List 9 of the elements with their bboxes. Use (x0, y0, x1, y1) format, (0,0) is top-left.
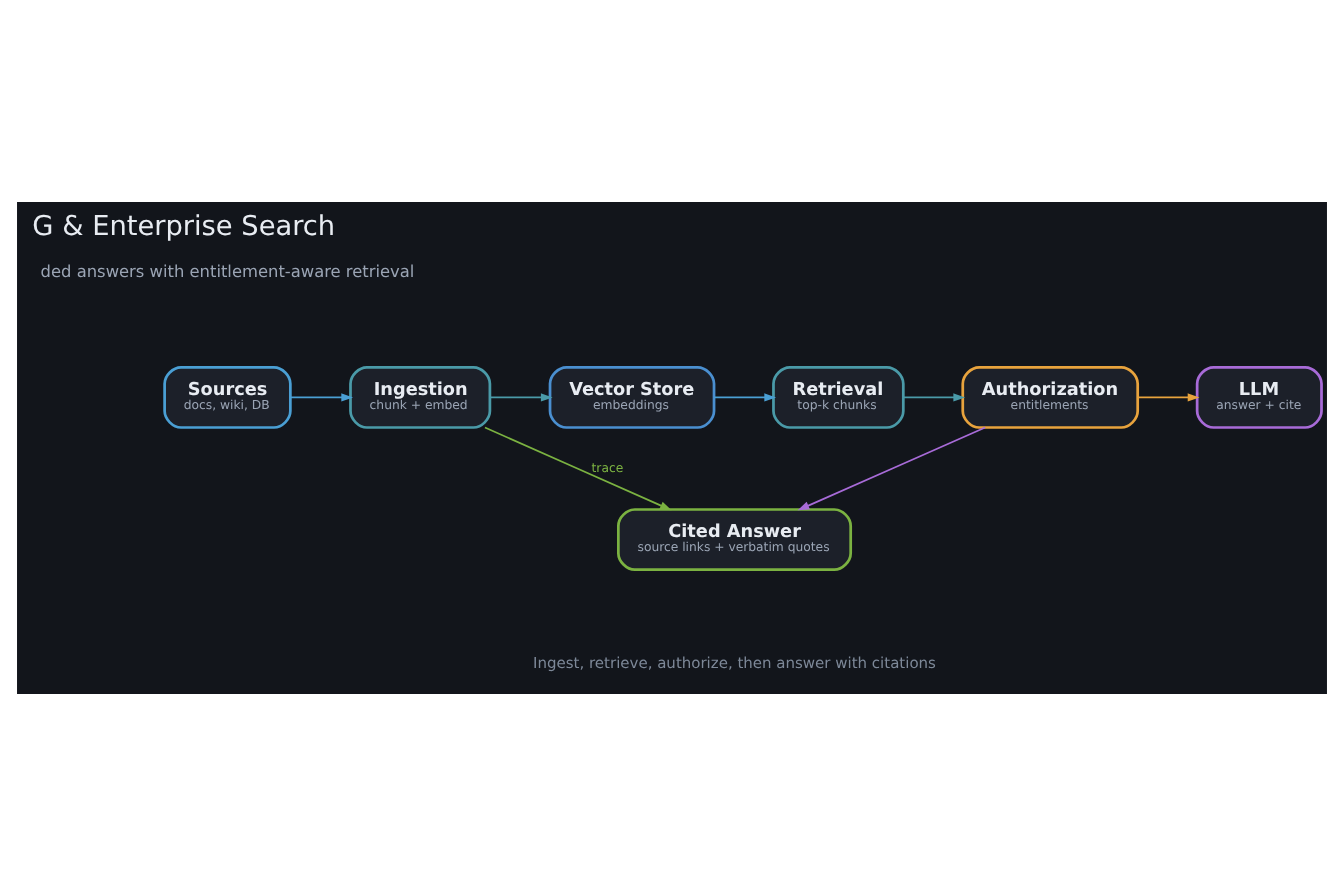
arrow (489, 393, 553, 402)
arrow (797, 426, 987, 511)
arrow (902, 393, 966, 402)
arrow (1137, 393, 1200, 402)
arrow (484, 426, 672, 511)
arrow (713, 393, 777, 402)
diagram-title: G & Enterprise Search (32, 210, 336, 243)
arrow (289, 393, 354, 402)
label: ded answers with entitlement-aware retrieval (40, 261, 415, 282)
